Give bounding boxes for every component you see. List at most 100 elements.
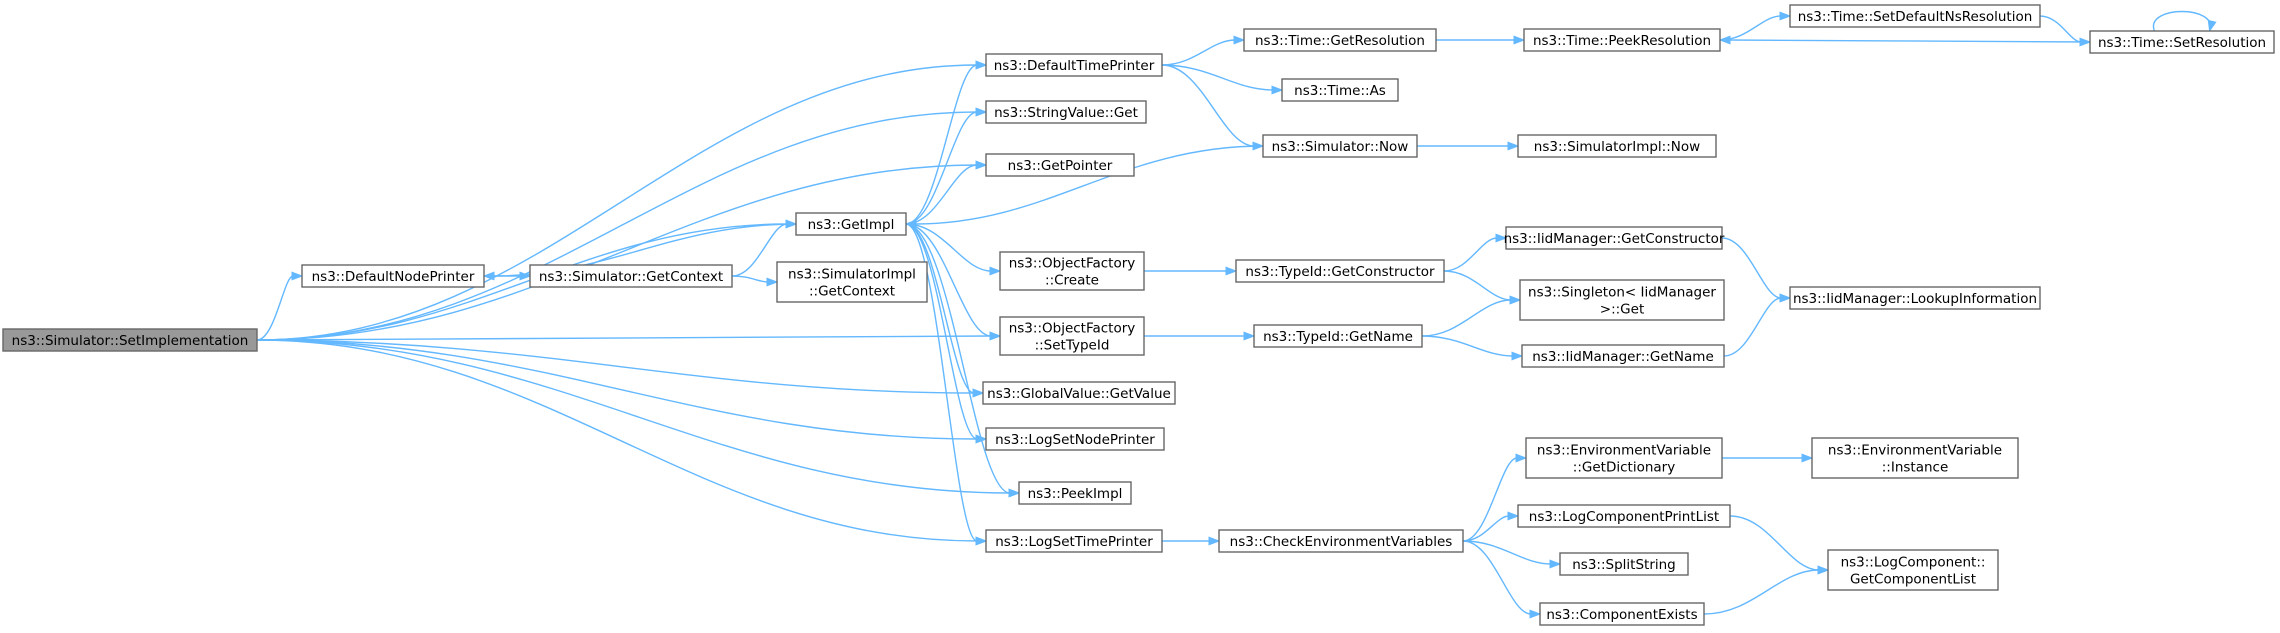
node-timepeek[interactable]: ns3::Time::PeekResolution bbox=[1523, 28, 1721, 52]
edge-iidgetname-to-iidlookup bbox=[1723, 293, 1792, 357]
edge-setimpl-to-getptr bbox=[256, 160, 988, 341]
edge-simnow-to-simimplnow bbox=[1417, 141, 1520, 151]
node-label: ns3::Time::SetResolution bbox=[2098, 35, 2266, 51]
edge-checkenv-to-splitstr bbox=[1462, 540, 1562, 569]
node-label: ns3::SimulatorImpl::Now bbox=[1534, 139, 1700, 155]
node-splitstr[interactable]: ns3::SplitString bbox=[1559, 552, 1689, 576]
node-gvget[interactable]: ns3::GlobalValue::GetValue bbox=[982, 381, 1176, 405]
node-iidlookup[interactable]: ns3::IidManager::LookupInformation bbox=[1789, 286, 2041, 310]
node-box bbox=[985, 427, 1165, 451]
node-box bbox=[1018, 481, 1132, 505]
node-box bbox=[985, 529, 1163, 553]
node-box bbox=[529, 264, 733, 288]
node-setdefns[interactable]: ns3::Time::SetDefaultNsResolution bbox=[1789, 4, 2041, 28]
node-iidgetname[interactable]: ns3::IidManager::GetName bbox=[1521, 344, 1725, 368]
node-deftime[interactable]: ns3::DefaultTimePrinter bbox=[985, 53, 1163, 77]
edge-timesetres-to-timepeek bbox=[1718, 35, 2091, 45]
node-label: ns3::IidManager::GetName bbox=[1532, 349, 1714, 365]
edge-simnow-to-getimpl bbox=[904, 145, 1264, 229]
edge-checkenv-to-logcompprint bbox=[1462, 511, 1520, 542]
edge-getimpl-to-deftime bbox=[905, 60, 988, 225]
node-label: ::Create bbox=[1045, 273, 1099, 289]
node-label: ns3::LogComponent:: bbox=[1841, 555, 1986, 571]
node-box bbox=[1519, 279, 1725, 321]
node-envdict[interactable]: ns3::EnvironmentVariable::GetDictionary bbox=[1525, 437, 1723, 479]
node-logcomplist[interactable]: ns3::LogComponent::GetComponentList bbox=[1827, 549, 1999, 591]
edge-tidgetname-to-singleton bbox=[1421, 295, 1522, 337]
edge-getimpl-to-getptr bbox=[905, 160, 988, 225]
node-box bbox=[1281, 78, 1399, 102]
node-ofsettid[interactable]: ns3::ObjectFactory::SetTypeId bbox=[999, 316, 1145, 356]
node-label: ns3::DefaultTimePrinter bbox=[994, 58, 1155, 74]
node-label: ns3::SplitString bbox=[1572, 557, 1676, 573]
node-label: ns3::GlobalValue::GetValue bbox=[987, 386, 1171, 402]
node-iidgetctor[interactable]: ns3::IidManager::GetConstructor bbox=[1504, 226, 1725, 250]
edge-ofcreate-to-tidgetctor bbox=[1143, 266, 1238, 276]
node-label: ns3::Singleton< IidManager bbox=[1528, 285, 1716, 301]
node-timeas[interactable]: ns3::Time::As bbox=[1281, 78, 1399, 102]
node-compexists[interactable]: ns3::ComponentExists bbox=[1539, 602, 1705, 626]
edge-timegetres-to-timepeek bbox=[1436, 35, 1526, 45]
edge-setimpl-to-logtime bbox=[256, 339, 988, 546]
nodes-layer: ns3::Simulator::SetImplementation ns3::De… bbox=[2, 4, 2275, 626]
node-box bbox=[999, 251, 1145, 291]
node-tidgetctor[interactable]: ns3::TypeId::GetConstructor bbox=[1235, 259, 1445, 283]
node-timesetres[interactable]: ns3::Time::SetResolution bbox=[2089, 30, 2275, 54]
node-ofcreate[interactable]: ns3::ObjectFactory::Create bbox=[999, 251, 1145, 291]
node-setimpl[interactable]: ns3::Simulator::SetImplementation bbox=[2, 328, 258, 352]
edge-checkenv-to-compexists bbox=[1462, 540, 1542, 619]
edge-setimpl-to-defnode bbox=[256, 271, 304, 341]
node-lognode[interactable]: ns3::LogSetNodePrinter bbox=[985, 427, 1165, 451]
node-box bbox=[982, 381, 1176, 405]
node-label: ns3::GetPointer bbox=[1008, 158, 1113, 174]
node-label: ::Instance bbox=[1882, 460, 1949, 476]
edge-ofsettid-to-tidgetname bbox=[1144, 331, 1256, 341]
node-simnow[interactable]: ns3::Simulator::Now bbox=[1262, 134, 1418, 158]
edge-deftime-to-timegetres bbox=[1161, 35, 1246, 66]
node-tidgetname[interactable]: ns3::TypeId::GetName bbox=[1253, 324, 1423, 348]
node-getimpl[interactable]: ns3::GetImpl bbox=[795, 212, 907, 236]
node-label: ns3::PeekImpl bbox=[1028, 486, 1123, 502]
node-singleton[interactable]: ns3::Singleton< IidManager >::Get bbox=[1519, 279, 1725, 321]
node-label: ns3::CheckEnvironmentVariables bbox=[1230, 534, 1453, 550]
node-label: >::Get bbox=[1600, 302, 1644, 318]
node-simimplnow[interactable]: ns3::SimulatorImpl::Now bbox=[1517, 134, 1717, 158]
node-logtime[interactable]: ns3::LogSetTimePrinter bbox=[985, 529, 1163, 553]
node-timegetres[interactable]: ns3::Time::GetResolution bbox=[1243, 28, 1437, 52]
edge-getimpl-to-logtime bbox=[905, 223, 988, 546]
node-envinst[interactable]: ns3::EnvironmentVariable::Instance bbox=[1811, 437, 2019, 479]
node-box bbox=[1811, 437, 2019, 479]
node-getptr[interactable]: ns3::GetPointer bbox=[985, 153, 1135, 177]
node-box bbox=[795, 212, 907, 236]
node-box bbox=[1523, 28, 1721, 52]
node-getctx[interactable]: ns3::Simulator::GetContext bbox=[529, 264, 733, 288]
edge-iidgetctor-to-iidlookup bbox=[1721, 237, 1792, 303]
node-label: ns3::Time::SetDefaultNsResolution bbox=[1798, 9, 2033, 25]
node-logcompprint[interactable]: ns3::LogComponentPrintList bbox=[1517, 504, 1731, 528]
node-box bbox=[776, 261, 928, 303]
edge-deftime-to-timeas bbox=[1161, 64, 1284, 95]
node-label: ns3::ObjectFactory bbox=[1009, 256, 1136, 272]
edge-setimpl-to-ofsettid bbox=[256, 331, 1002, 341]
edge-tidgetctor-to-iidgetctor bbox=[1443, 233, 1508, 272]
node-label: ns3::EnvironmentVariable bbox=[1828, 443, 2002, 459]
node-label: ns3::Time::GetResolution bbox=[1255, 33, 1425, 49]
node-checkenv[interactable]: ns3::CheckEnvironmentVariables bbox=[1218, 529, 1464, 553]
node-peekimpl[interactable]: ns3::PeekImpl bbox=[1018, 481, 1132, 505]
node-box bbox=[985, 100, 1147, 124]
node-defnode[interactable]: ns3::DefaultNodePrinter bbox=[301, 264, 485, 288]
edge-checkenv-to-envdict bbox=[1462, 453, 1528, 542]
edges-layer bbox=[256, 10, 2217, 619]
edge-logcompprint-to-logcomplist bbox=[1729, 515, 1830, 575]
node-simimplctx[interactable]: ns3::SimulatorImpl::GetContext bbox=[776, 261, 928, 303]
node-strget[interactable]: ns3::StringValue::Get bbox=[985, 100, 1147, 124]
node-label: ns3::ObjectFactory bbox=[1009, 321, 1136, 337]
edge-timesetres-to-timesetres bbox=[2152, 10, 2217, 33]
node-box bbox=[1789, 4, 2041, 28]
edge-setimpl-to-gvget bbox=[256, 339, 985, 398]
edge-deftime-to-simnow bbox=[1161, 64, 1265, 151]
edge-getimpl-to-gvget bbox=[905, 223, 985, 398]
node-label: ns3::IidManager::GetConstructor bbox=[1504, 231, 1725, 247]
node-box bbox=[985, 53, 1163, 77]
